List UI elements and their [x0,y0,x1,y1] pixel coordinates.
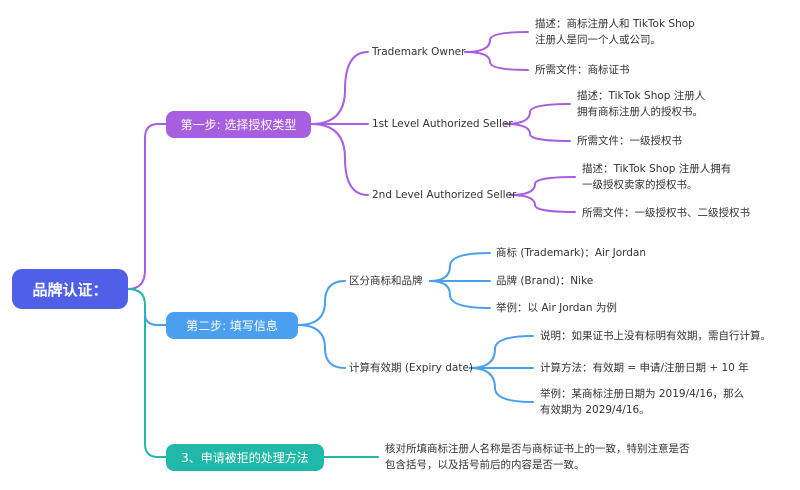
level1-description: 描述：TikTok Shop 注册人 拥有商标注册人的授权书。 [577,88,705,120]
connector-step1-owner [310,51,369,125]
brand-item: 品牌 (Brand)：Nike [496,275,594,287]
connector-root-step3 [127,288,167,458]
level2-desc-line2: 一级授权卖家的授权书。 [582,179,698,191]
owner-docs: 所需文件：商标证书 [535,64,630,76]
connector-expiry-explain [469,335,534,369]
rejection-detail: 核对所填商标注册人名称是否与商标证书上的一致，特别注意是否 包含括号，以及括号前… [385,441,690,473]
connector-root-step1 [127,123,167,290]
connector-step1-level2 [310,123,369,196]
rejection-detail-line2: 包含括号，以及括号前后的内容是否一致。 [385,459,585,471]
level2-docs: 所需文件：一级授权书、二级授权书 [582,207,750,219]
trademark-item: 商标 (Trademark)：Air Jordan [496,247,646,259]
connector-owner-docs [464,51,529,71]
connector-level2-desc [509,176,576,196]
option-trademark-owner: Trademark Owner [372,46,466,58]
connector-root-step2 [144,313,167,326]
step3-node: 3、申请被拒的处理方法 [166,444,324,471]
connector-owner-desc [464,31,529,53]
connector-distinguish-trademark [429,252,491,282]
level2-description: 描述：TikTok Shop 注册人拥有 一级授权卖家的授权书。 [582,161,731,193]
owner-desc-line1: 描述：商标注册人和 TikTok Shop [535,18,695,30]
owner-description: 描述：商标注册人和 TikTok Shop 注册人是同一个人或公司。 [535,16,695,48]
connector-distinguish-example [429,280,491,309]
connector-expiry-example [469,367,534,403]
group-expiry: 计算有效期 (Expiry date) [349,362,474,374]
connector-step2-expiry [297,324,346,369]
level1-desc-line2: 拥有商标注册人的授权书。 [577,106,703,118]
option-level2-seller: 2nd Level Authorized Seller [372,189,517,201]
expiry-example-line1: 举例：某商标注册日期为 2019/4/16，那么 [540,388,745,400]
connector-level2-docs [509,194,576,213]
owner-desc-line2: 注册人是同一个人或公司。 [535,34,661,46]
expiry-example: 举例：某商标注册日期为 2019/4/16，那么 有效期为 2029/4/16。 [540,386,744,418]
connector-step2-distinguish [297,280,346,326]
expiry-explain: 说明：如果证书上没有标明有效期，需自行计算。 [540,330,771,342]
group-distinguish: 区分商标和品牌 [349,275,423,287]
expiry-method: 计算方法：有效期 = 申请/注册日期 + 10 年 [540,362,749,374]
step2-node: 第二步: 填写信息 [166,312,298,339]
root-node: 品牌认证： [12,269,128,309]
connector-level1-docs [504,123,571,142]
step1-node: 第一步: 选择授权类型 [166,111,311,138]
level2-desc-line1: 描述：TikTok Shop 注册人拥有 [582,163,732,175]
example-item: 举例：以 Air Jordan 为例 [496,302,617,314]
level1-docs: 所需文件：一级授权书 [577,135,682,147]
option-level1-seller: 1st Level Authorized Seller [372,118,513,130]
level1-desc-line1: 描述：TikTok Shop 注册人 [577,90,706,102]
expiry-example-line2: 有效期为 2029/4/16。 [540,404,650,416]
connector-level1-desc [504,103,571,125]
rejection-detail-line1: 核对所填商标注册人名称是否与商标证书上的一致，特别注意是否 [385,443,690,455]
